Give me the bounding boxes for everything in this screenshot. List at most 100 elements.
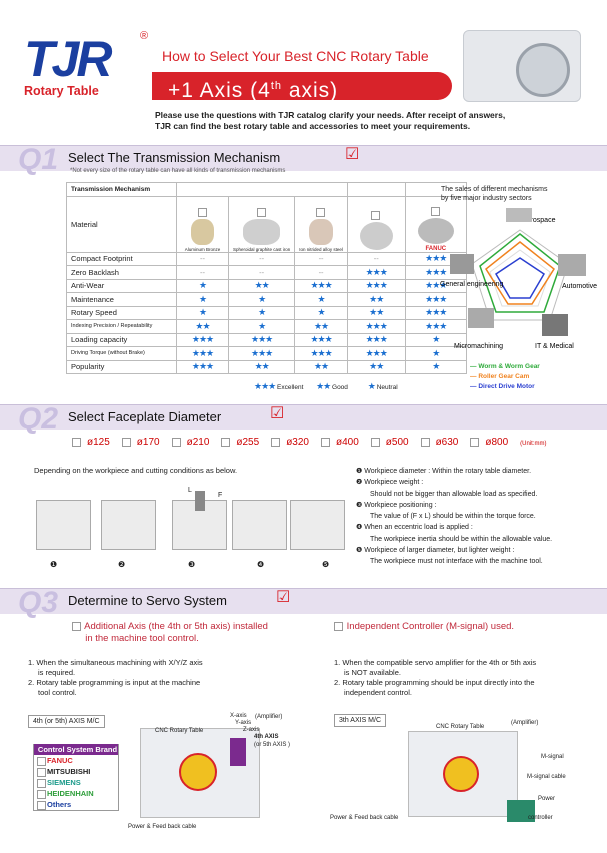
brand-checkbox[interactable]	[37, 800, 46, 810]
legend-label: Excellent	[277, 384, 304, 391]
select-checkbox[interactable]	[197, 207, 207, 217]
rating-cell: ★★★	[404, 278, 467, 293]
row-label: Material	[66, 195, 177, 253]
option-checkbox[interactable]	[72, 621, 81, 631]
machine-photo	[468, 308, 494, 328]
banner-text: +1 Axis (4	[168, 79, 271, 102]
brand-title: Control System Brand	[33, 744, 119, 755]
controller-unit	[507, 800, 535, 822]
diameter-checkbox[interactable]	[370, 437, 380, 447]
select-checkbox[interactable]	[430, 206, 440, 216]
logo-subtitle: Rotary Table	[24, 84, 99, 98]
row-label: Maintenance	[66, 292, 177, 307]
text-line: 1. When the compatible servo amplifier f…	[334, 658, 537, 667]
rating-cell: ★★★	[176, 332, 229, 347]
label-L: L	[188, 487, 192, 494]
diameter-checkbox[interactable]	[72, 437, 81, 447]
select-checkbox[interactable]	[316, 207, 326, 217]
step-number: ❸	[188, 560, 196, 569]
diameter-checkbox[interactable]	[271, 437, 281, 447]
diameter-label: ø500	[385, 437, 409, 448]
rating-cell: ★★★	[346, 278, 406, 293]
brand-option[interactable]: HEIDENHAIN	[33, 788, 119, 799]
select-checkbox[interactable]	[256, 207, 266, 217]
motor-brand: FANUC	[425, 245, 447, 252]
point-number: ❺	[356, 547, 363, 555]
rating-cell: ★	[227, 305, 296, 320]
rating-cell: ★★	[346, 292, 406, 307]
row-label: Loading capacity	[66, 332, 177, 347]
diameter-checkbox[interactable]	[470, 437, 480, 447]
point-text: Workpiece positioning :	[364, 501, 437, 509]
rating-cell: ★★★	[294, 346, 348, 361]
brand-checkbox[interactable]	[37, 778, 46, 788]
motor-image	[417, 217, 454, 244]
point-line: ❷ Workpiece weight :	[356, 477, 596, 488]
table-row: Popularity★★★★★★★★★★	[66, 359, 467, 374]
sector-label: Aerospace	[522, 217, 556, 224]
brand-option[interactable]: MITSUBISHI	[33, 766, 119, 777]
diameter-option[interactable]: ø800	[470, 437, 514, 448]
machine-photo	[558, 254, 586, 276]
material-cell: Ion nitrided alloy steel	[294, 195, 348, 253]
table-row: Anti-Wear★★★★★★★★★★★★	[66, 278, 467, 293]
q3-right-text: 1. When the compatible servo amplifier f…	[334, 658, 584, 698]
brand-checkbox[interactable]	[37, 767, 46, 777]
diameter-option[interactable]: ø125	[72, 437, 116, 448]
diameter-option[interactable]: ø210	[171, 437, 216, 448]
check-icon: ☑	[270, 405, 285, 422]
diameter-checkbox[interactable]	[420, 437, 430, 447]
diameter-checkbox[interactable]	[171, 437, 181, 447]
point-line: ❸ Workpiece positioning :	[356, 500, 596, 511]
text-line: 2. Rotary table programming should be in…	[334, 678, 535, 687]
q1-number: Q1	[18, 143, 59, 176]
q2-bar	[0, 404, 607, 430]
star-icon: ★★	[316, 381, 331, 391]
diameter-option[interactable]: ø400	[320, 437, 365, 448]
star-icon: ★	[367, 381, 376, 391]
intro-line-1: Please use the questions with TJR catalo…	[155, 110, 506, 120]
rating-cell: --	[227, 251, 296, 266]
brand-option[interactable]: SIEMENS	[33, 777, 119, 788]
rating-cell: --	[346, 251, 406, 266]
option-independent-controller[interactable]: Independent Controller (M-signal) used.	[334, 621, 514, 633]
diameter-option[interactable]: ø320	[271, 437, 315, 448]
brand-checkbox[interactable]	[37, 789, 46, 799]
select-checkbox[interactable]	[371, 210, 381, 220]
diameter-checkbox[interactable]	[320, 437, 330, 447]
point-text: Workpiece of larger diameter, but lighte…	[364, 547, 515, 555]
diameter-checkbox[interactable]	[221, 437, 231, 447]
cable-label: Power & Feed back cable	[128, 824, 197, 830]
option-additional-axis[interactable]: Additional Axis (the 4th or 5th axis) in…	[72, 621, 268, 645]
diameter-checkbox[interactable]	[121, 437, 131, 447]
text-line: is required.	[38, 668, 76, 677]
rating-cell: ★★★	[404, 305, 467, 320]
axis-z: Z-axis	[243, 727, 260, 733]
table-row: Compact Footprint--------★★★	[66, 251, 467, 266]
text-line: is NOT available.	[344, 668, 401, 677]
rating-cell: --	[294, 265, 348, 280]
rating-cell: ★	[404, 359, 467, 374]
sector-label: Micromachining	[454, 343, 503, 350]
diameter-option[interactable]: ø170	[121, 437, 166, 448]
axis-banner: +1 Axis (4th axis)	[152, 72, 452, 102]
diameter-label: ø210	[186, 437, 210, 448]
rating-cell: --	[176, 265, 229, 280]
axis-label-a: 4th (or 5th) AXIS M/C	[28, 715, 105, 728]
banner-sup: th	[270, 80, 282, 92]
option-checkbox[interactable]	[334, 621, 343, 631]
brand-checkbox[interactable]	[37, 756, 46, 766]
check-icon: ☑	[345, 146, 360, 163]
diameter-label: ø400	[335, 437, 359, 448]
axis-y: Y-axis	[235, 720, 252, 726]
brand-option[interactable]: Others	[33, 799, 119, 811]
q1-note: *Not every size of the rotary table can …	[70, 168, 286, 174]
rating-cell: ★	[176, 278, 229, 293]
rating-cell: --	[176, 251, 229, 266]
brand-option[interactable]: FANUC	[33, 755, 119, 766]
diameter-option[interactable]: ø630	[420, 437, 465, 448]
machine-photo	[450, 254, 474, 274]
diameter-option[interactable]: ø255	[221, 437, 265, 448]
diameter-option[interactable]: ø500	[370, 437, 415, 448]
